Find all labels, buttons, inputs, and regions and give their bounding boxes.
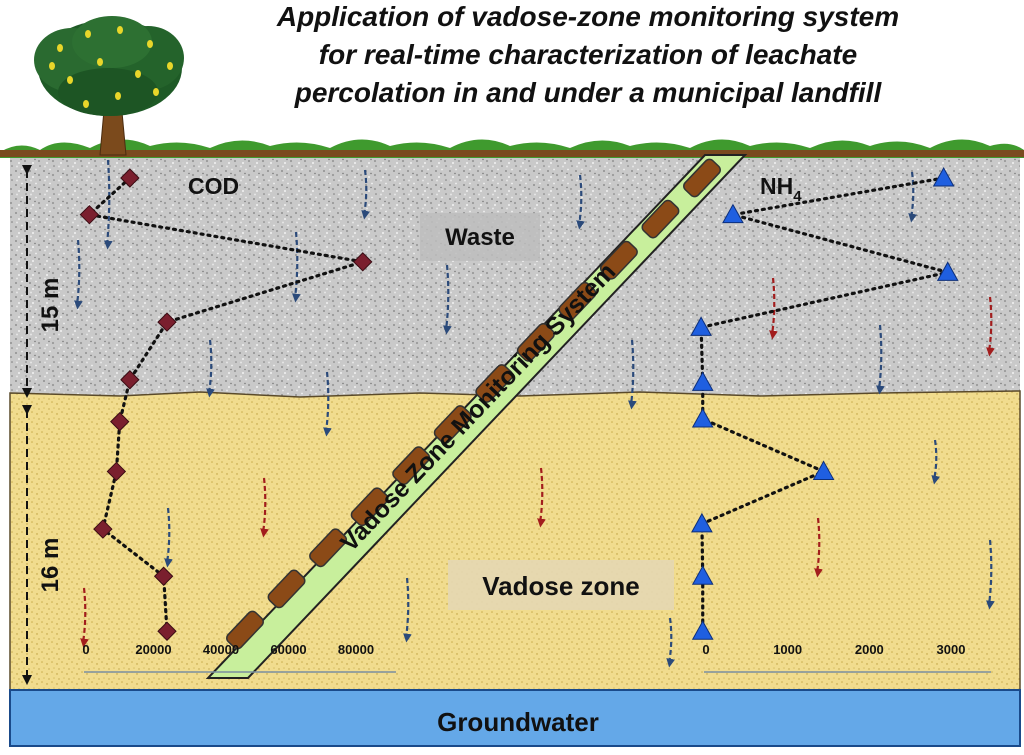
leachate-arrow bbox=[260, 477, 269, 538]
percolation-arrow bbox=[164, 507, 173, 568]
nh4-profile-line bbox=[699, 176, 949, 633]
tree-icon bbox=[34, 16, 184, 156]
percolation-arrow bbox=[206, 339, 215, 398]
sensor-unit bbox=[226, 610, 264, 650]
sensor-unit bbox=[558, 281, 597, 321]
cod-data-point bbox=[157, 621, 177, 641]
vadose-label-box bbox=[448, 560, 674, 610]
title-line-1: Application of vadose-zone monitoring sy… bbox=[276, 1, 899, 32]
axis-tick-label: 80000 bbox=[338, 642, 374, 657]
ground-surface-line bbox=[0, 150, 1024, 157]
nh4-data-point bbox=[691, 620, 714, 640]
nh4-data-point bbox=[691, 512, 713, 533]
axis-tick-label: 0 bbox=[702, 642, 709, 657]
nh4-x-axis: 0 1000 2000 3000 bbox=[702, 642, 991, 673]
nh4-label: NH4 bbox=[760, 173, 802, 205]
nh4-label-main: NH bbox=[760, 173, 793, 199]
percolation-arrow bbox=[576, 174, 585, 230]
waste-label: Waste bbox=[445, 224, 515, 251]
sensor-group bbox=[226, 158, 721, 650]
leachate-arrow bbox=[80, 587, 89, 648]
percolation-arrow bbox=[443, 264, 452, 335]
nh4-data-point bbox=[691, 408, 714, 428]
percolation-arrow bbox=[361, 169, 370, 220]
cod-data-point bbox=[110, 411, 130, 432]
percolation-arrow bbox=[74, 239, 83, 310]
title-line-3: percolation in and under a municipal lan… bbox=[294, 77, 883, 108]
nh4-label-subscript: 4 bbox=[793, 188, 802, 205]
cod-data-point bbox=[120, 370, 140, 390]
nh4-profile bbox=[690, 166, 959, 640]
axis-tick-label: 60000 bbox=[270, 642, 306, 657]
nh4-data-point bbox=[812, 460, 835, 480]
nh4-data-point bbox=[936, 261, 959, 281]
axis-tick-label: 3000 bbox=[937, 642, 966, 657]
cod-data-point bbox=[157, 312, 177, 332]
cod-label: COD bbox=[188, 173, 239, 199]
leachate-arrow bbox=[537, 467, 546, 528]
leachate-arrow bbox=[814, 517, 823, 578]
percolation-arrow bbox=[986, 539, 995, 610]
sensor-unit bbox=[599, 240, 638, 280]
nh4-data-point bbox=[690, 316, 712, 336]
percolation-arrow bbox=[931, 439, 941, 485]
percolation-arrow bbox=[103, 159, 113, 250]
groundwater-label: Groundwater bbox=[437, 707, 599, 737]
sensor-unit bbox=[350, 487, 389, 527]
cod-data-point bbox=[353, 252, 373, 272]
cod-data-point bbox=[153, 566, 174, 586]
axis-tick-label: 0 bbox=[82, 642, 89, 657]
sensor-unit bbox=[433, 405, 472, 444]
cod-profile bbox=[79, 168, 373, 641]
sensor-unit bbox=[683, 158, 721, 198]
sensor-unit bbox=[475, 364, 514, 403]
depth-label-waste: 15 m bbox=[37, 278, 64, 333]
percolation-arrows bbox=[74, 159, 995, 668]
percolation-arrow bbox=[628, 339, 637, 410]
sensor-unit bbox=[516, 322, 555, 362]
cod-data-point bbox=[93, 519, 113, 539]
sensor-unit bbox=[392, 446, 431, 486]
sensor-unit bbox=[309, 528, 348, 568]
depth-label-vadose: 16 m bbox=[37, 538, 64, 593]
groundwater-layer bbox=[9, 689, 1021, 747]
axis-tick-label: 20000 bbox=[135, 642, 171, 657]
title-line-2: for real-time characterization of leacha… bbox=[319, 39, 857, 70]
percolation-arrow bbox=[876, 324, 885, 395]
leachate-arrow bbox=[986, 296, 995, 357]
title: Application of vadose-zone monitoring sy… bbox=[276, 1, 899, 108]
axis-tick-label: 2000 bbox=[855, 642, 884, 657]
axis-tick-label: 40000 bbox=[203, 642, 239, 657]
vadose-zone-label: Vadose zone bbox=[482, 571, 640, 601]
nh4-data-point bbox=[691, 371, 714, 391]
nh4-data-point bbox=[932, 166, 955, 187]
axis-tick-label: 1000 bbox=[773, 642, 802, 657]
cod-data-point bbox=[120, 168, 140, 188]
cod-data-point bbox=[106, 461, 127, 482]
percolation-arrow bbox=[908, 171, 917, 223]
sensor-unit bbox=[267, 569, 306, 609]
waste-label-box bbox=[420, 213, 540, 261]
percolation-arrow bbox=[666, 617, 675, 668]
cod-data-point bbox=[79, 204, 100, 225]
nh4-data-point bbox=[691, 565, 714, 585]
nh4-data-point bbox=[722, 203, 744, 224]
leachate-arrow bbox=[769, 277, 778, 340]
cod-x-axis: 0 20000 40000 60000 80000 bbox=[82, 642, 396, 673]
percolation-arrow bbox=[292, 231, 301, 303]
sensor-unit bbox=[641, 199, 680, 239]
